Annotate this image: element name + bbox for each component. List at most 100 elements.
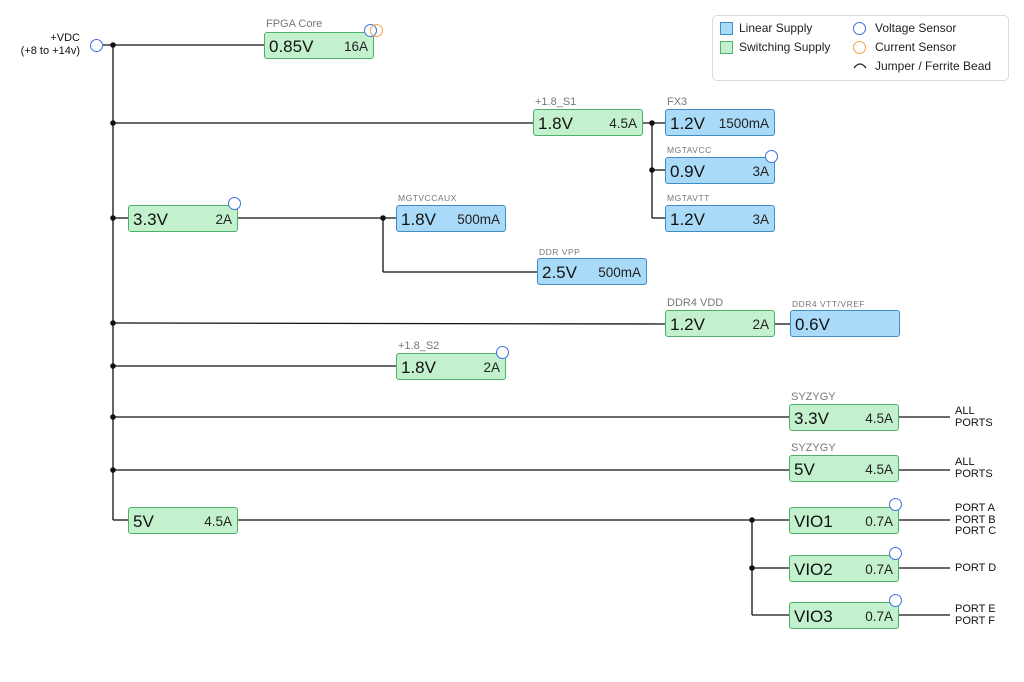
syzygy-3v3-label: SYZYGY <box>791 391 836 403</box>
supply-voltage: 1.2V <box>670 315 705 334</box>
supply-current: 4.5A <box>865 462 893 477</box>
output-syzygy-5v: ALL PORTS <box>955 456 993 480</box>
supply-voltage: VIO1 <box>794 512 833 531</box>
supply-ddr4-vdd[interactable]: 1.2V 2A <box>665 310 775 337</box>
legend: Linear Supply Switching Supply Voltage S… <box>712 15 1009 81</box>
output-line: PORT B <box>955 513 996 526</box>
jumper-icon <box>853 63 867 69</box>
voltage-sensor-icon <box>90 39 103 52</box>
supply-vio3[interactable]: VIO3 0.7A <box>789 602 899 629</box>
supply-current: 3A <box>752 164 769 179</box>
fpga-core-label: FPGA Core <box>266 18 323 30</box>
voltage-sensor-icon <box>228 197 241 210</box>
voltage-sensor-icon <box>765 150 778 163</box>
supply-mgtavtt[interactable]: 1.2V 3A <box>665 205 775 232</box>
switching-swatch <box>720 41 733 54</box>
supply-fx3[interactable]: 1.2V 1500mA <box>665 109 775 136</box>
current-sensor-icon <box>370 24 383 37</box>
supply-current: 1500mA <box>718 116 769 131</box>
supply-s1[interactable]: 1.8V 4.5A <box>533 109 643 136</box>
legend-current-sensor: Current Sensor <box>875 40 957 54</box>
voltage-sensor-icon <box>889 498 902 511</box>
supply-current: 4.5A <box>204 514 232 529</box>
voltage-sensor-icon <box>496 346 509 359</box>
s1-label: +1.8_S1 <box>535 96 577 108</box>
source-range: (+8 to +14v) <box>20 45 80 57</box>
supply-current: 0.7A <box>865 562 893 577</box>
output-line: PORT C <box>955 525 997 537</box>
supply-current: 500mA <box>457 212 500 227</box>
output-line: PORT E <box>955 603 996 615</box>
output-line: PORTS <box>955 467 993 480</box>
supply-current: 2A <box>752 317 769 332</box>
supply-voltage: 5V <box>133 512 154 531</box>
supply-voltage: VIO2 <box>794 560 833 579</box>
supply-voltage: VIO3 <box>794 607 833 626</box>
supply-voltage: 1.8V <box>401 358 436 377</box>
output-line: ALL <box>955 405 975 417</box>
output-vio2: PORT D <box>955 562 997 575</box>
supply-current: 2A <box>215 212 232 227</box>
output-syzygy-3v3: ALL PORTS <box>955 405 993 429</box>
supply-ddr4-vtt[interactable]: 0.6V <box>790 310 900 337</box>
fx3-label: FX3 <box>667 96 688 108</box>
supply-voltage: 3.3V <box>794 409 829 428</box>
mgtvccaux-label: MGTVCCAUX <box>398 193 457 203</box>
linear-swatch <box>720 22 733 35</box>
source-label: +VDC (+8 to +14v) <box>8 32 80 58</box>
output-line: PORT F <box>955 614 995 627</box>
supply-s2[interactable]: 1.8V 2A <box>396 353 506 380</box>
legend-linear: Linear Supply <box>739 21 813 35</box>
supply-voltage: 0.9V <box>670 162 705 181</box>
syzygy-5v-label: SYZYGY <box>791 442 836 454</box>
supply-ddr-vpp[interactable]: 2.5V 500mA <box>537 258 647 285</box>
supply-mgtavcc[interactable]: 0.9V 3A <box>665 157 775 184</box>
ddr4-vtt-label: DDR4 VTT/VREF <box>792 299 866 309</box>
output-line: PORT D <box>955 562 997 574</box>
supply-voltage: 1.8V <box>538 114 573 133</box>
supply-current: 16A <box>343 39 368 54</box>
supply-vio1[interactable]: VIO1 0.7A <box>789 507 899 534</box>
supply-voltage: 1.8V <box>401 210 436 229</box>
output-line: PORT A <box>955 502 995 514</box>
supply-current: 500mA <box>598 265 641 280</box>
supply-5v[interactable]: 5V 4.5A <box>128 507 238 534</box>
supply-current: 4.5A <box>865 411 893 426</box>
supply-mgtvccaux[interactable]: 1.8V 500mA <box>396 205 506 232</box>
mgtavtt-label: MGTAVTT <box>667 193 710 203</box>
supply-vio2[interactable]: VIO2 0.7A <box>789 555 899 582</box>
voltage-sensor-icon <box>853 22 866 35</box>
output-line: PORTS <box>955 416 993 429</box>
supply-voltage: 0.6V <box>795 315 830 334</box>
supply-voltage: 0.85V <box>269 37 314 56</box>
supply-current: 0.7A <box>865 609 893 624</box>
voltage-sensor-icon <box>889 547 902 560</box>
voltage-sensor-icon <box>889 594 902 607</box>
supply-syzygy-3v3[interactable]: 3.3V 4.5A <box>789 404 899 431</box>
mgtavcc-label: MGTAVCC <box>667 145 712 155</box>
output-vio1: PORT A PORT B PORT C <box>955 502 997 538</box>
ddr4-vdd-label: DDR4 VDD <box>667 297 724 309</box>
supply-voltage: 5V <box>794 460 815 479</box>
supply-current: 0.7A <box>865 514 893 529</box>
supply-current: 3A <box>752 212 769 227</box>
supply-voltage: 2.5V <box>542 263 577 282</box>
supply-current: 2A <box>483 360 500 375</box>
ddr-vpp-label: DDR VPP <box>539 247 581 257</box>
legend-voltage-sensor: Voltage Sensor <box>875 21 957 35</box>
supply-current: 4.5A <box>609 116 637 131</box>
supply-3v3[interactable]: 3.3V 2A <box>128 205 238 232</box>
output-vio3: PORT E PORT F <box>955 603 996 627</box>
source-voltage: +VDC <box>50 32 80 44</box>
supply-syzygy-5v[interactable]: 5V 4.5A <box>789 455 899 482</box>
supply-voltage: 1.2V <box>670 210 705 229</box>
supply-voltage: 1.2V <box>670 114 705 133</box>
supply-voltage: 3.3V <box>133 210 168 229</box>
supply-fpga-core[interactable]: 0.85V 16A <box>264 32 374 59</box>
legend-jumper: Jumper / Ferrite Bead <box>875 59 992 73</box>
output-line: ALL <box>955 456 975 468</box>
s2-label: +1.8_S2 <box>398 340 440 352</box>
legend-switching: Switching Supply <box>739 40 831 54</box>
current-sensor-icon <box>853 41 866 54</box>
